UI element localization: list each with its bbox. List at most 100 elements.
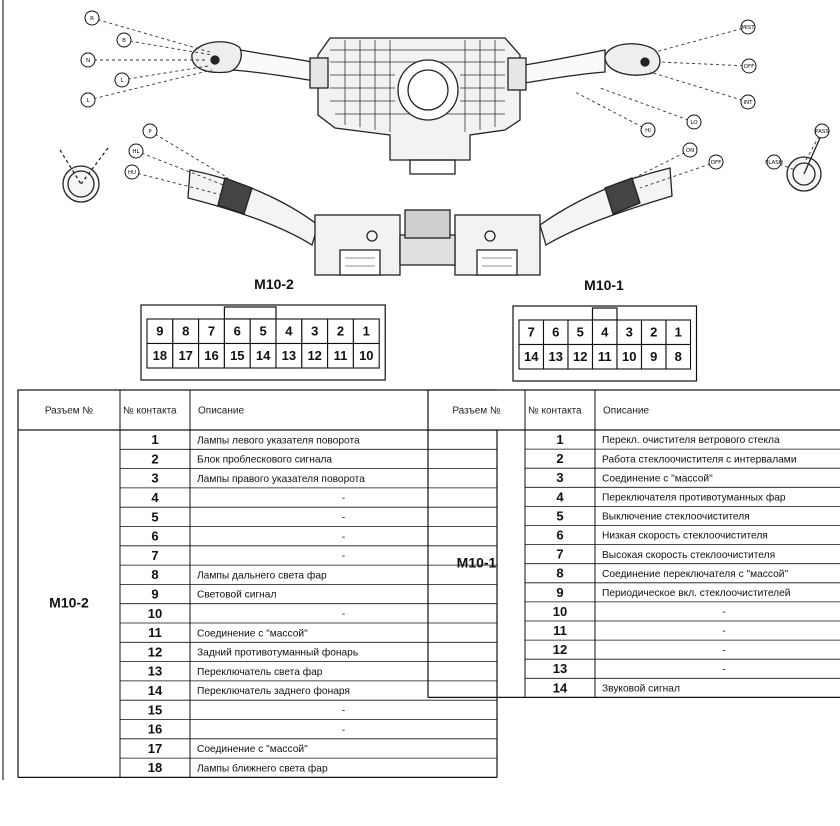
connector-pin-cell bbox=[352, 318, 380, 345]
connector-pin-cell bbox=[172, 318, 200, 345]
connector-pin-cell bbox=[518, 319, 545, 346]
table-description: Переключатель заднего фонаря bbox=[197, 685, 350, 697]
table-description: Соединение с "массой" bbox=[602, 473, 713, 484]
left-dial-line-b bbox=[80, 147, 109, 185]
table-description: Соединение с "массой" bbox=[197, 628, 308, 639]
callout-circle bbox=[640, 122, 656, 138]
connector-pin-cell bbox=[146, 342, 174, 369]
table-contact-number: 13 bbox=[148, 664, 162, 679]
connector-pin-cell bbox=[616, 343, 643, 370]
callout-circle bbox=[84, 10, 100, 26]
table-description: - bbox=[342, 725, 345, 736]
connector-pin-number: 9 bbox=[156, 324, 163, 339]
table-contact-number: 17 bbox=[148, 741, 162, 756]
callout-circle bbox=[128, 143, 144, 159]
table-contact-number: 8 bbox=[151, 567, 158, 582]
upper-right-stalk-knob bbox=[604, 43, 661, 76]
connector-pin-number: 13 bbox=[282, 348, 296, 363]
table-header-description: Описание bbox=[198, 406, 244, 417]
connector-pin-number: 4 bbox=[601, 325, 609, 340]
steering-hub-inner bbox=[407, 69, 449, 111]
table-contact-number: 18 bbox=[148, 760, 162, 775]
callout-circle bbox=[124, 164, 140, 180]
connector-pin-number: 8 bbox=[182, 324, 189, 339]
table-header-connector: Разъем № bbox=[452, 406, 501, 417]
table-description: Соединение с "массой" bbox=[197, 744, 308, 755]
connector-pin-number: 4 bbox=[285, 324, 293, 339]
table-contact-number: 1 bbox=[556, 432, 563, 447]
lower-block-bridge bbox=[399, 234, 456, 266]
knob-right-center bbox=[640, 57, 650, 67]
connector-pin-number: 3 bbox=[626, 325, 633, 340]
table-description: - bbox=[342, 551, 345, 562]
callout-circle bbox=[80, 52, 96, 68]
connector-pin-cell bbox=[518, 343, 545, 370]
table-description: - bbox=[722, 626, 725, 637]
table-connector-name: M10-2 bbox=[49, 594, 89, 610]
connector-pin-number: 6 bbox=[234, 324, 241, 339]
table-description: Переключателя противотуманных фар bbox=[602, 492, 786, 504]
connector-pin-number: 10 bbox=[622, 349, 636, 364]
table-connector-name: M10-1 bbox=[457, 554, 497, 570]
table-description: Звуковой сигнал bbox=[602, 684, 680, 695]
table-description: - bbox=[722, 664, 725, 675]
callout-label: MIST bbox=[741, 25, 755, 31]
connector-pin-number: 10 bbox=[359, 348, 373, 363]
callout-circle bbox=[740, 94, 756, 110]
table-header-row bbox=[427, 389, 840, 431]
table-contact-number: 15 bbox=[148, 702, 162, 717]
table-contact-number: 5 bbox=[556, 508, 563, 523]
table-contact-number: 10 bbox=[553, 604, 567, 619]
table-contact-number: 10 bbox=[148, 606, 162, 621]
socket-pins bbox=[345, 257, 512, 267]
callout-leader-line bbox=[87, 69, 213, 101]
connector-pin-cell bbox=[352, 342, 380, 369]
callout-leader-line bbox=[135, 150, 227, 187]
table-description: Высокая скорость стеклоочистителя bbox=[602, 550, 775, 561]
callout-circle bbox=[740, 19, 756, 35]
table-contact-number: 6 bbox=[151, 529, 158, 544]
connector-pin-number: 1 bbox=[675, 325, 682, 340]
table-contact-number: 16 bbox=[148, 722, 162, 737]
callout-leader-line bbox=[629, 149, 691, 181]
callout-label: N bbox=[86, 58, 90, 64]
connector-pin-number: 12 bbox=[307, 348, 321, 363]
connector-pin-number: 7 bbox=[208, 324, 215, 339]
callout-circle bbox=[682, 142, 698, 158]
connector-pin-cell bbox=[172, 342, 200, 369]
left-dial-line-a bbox=[59, 149, 82, 185]
table-description: Перекл. очистителя ветрового стекла bbox=[602, 435, 780, 446]
connector-key-tab bbox=[591, 307, 618, 321]
steering-hub-ring bbox=[397, 59, 459, 121]
wire-connector bbox=[404, 209, 451, 239]
table-description: Лампы ближнего света фар bbox=[197, 762, 328, 774]
table-header-description: Описание bbox=[603, 406, 649, 417]
table-description: Световой сигнал bbox=[197, 590, 276, 601]
upper-left-stalk-mount bbox=[309, 57, 329, 89]
connector-pin-number: 1 bbox=[363, 324, 370, 339]
table-description: Выключение стеклоочистителя bbox=[602, 512, 750, 523]
connector-pin-number: 14 bbox=[524, 349, 539, 364]
callout-label: INT bbox=[743, 100, 753, 106]
table-contact-number: 3 bbox=[556, 470, 563, 485]
connector-pin-number: 2 bbox=[650, 325, 657, 340]
upper-right-stalk bbox=[517, 49, 606, 85]
right-dial-inner bbox=[792, 162, 816, 186]
table-contact-number: 2 bbox=[556, 451, 563, 466]
connector-pin-number: 2 bbox=[337, 324, 344, 339]
connector-pin-number: 6 bbox=[552, 325, 559, 340]
connector-pin-cell bbox=[223, 342, 251, 369]
table-contact-number: 9 bbox=[556, 585, 563, 600]
callout-label: LO bbox=[690, 120, 698, 126]
table-description: Работа стеклоочистителя с интервалами bbox=[602, 453, 797, 465]
callout-label: R bbox=[90, 16, 94, 22]
lower-right-stalk-grip bbox=[604, 177, 641, 215]
table-description: Периодическое вкл. стеклоочистителей bbox=[602, 588, 791, 599]
table-description: - bbox=[342, 513, 345, 524]
callout-circle bbox=[741, 58, 757, 74]
left-dial-inner bbox=[67, 170, 95, 198]
